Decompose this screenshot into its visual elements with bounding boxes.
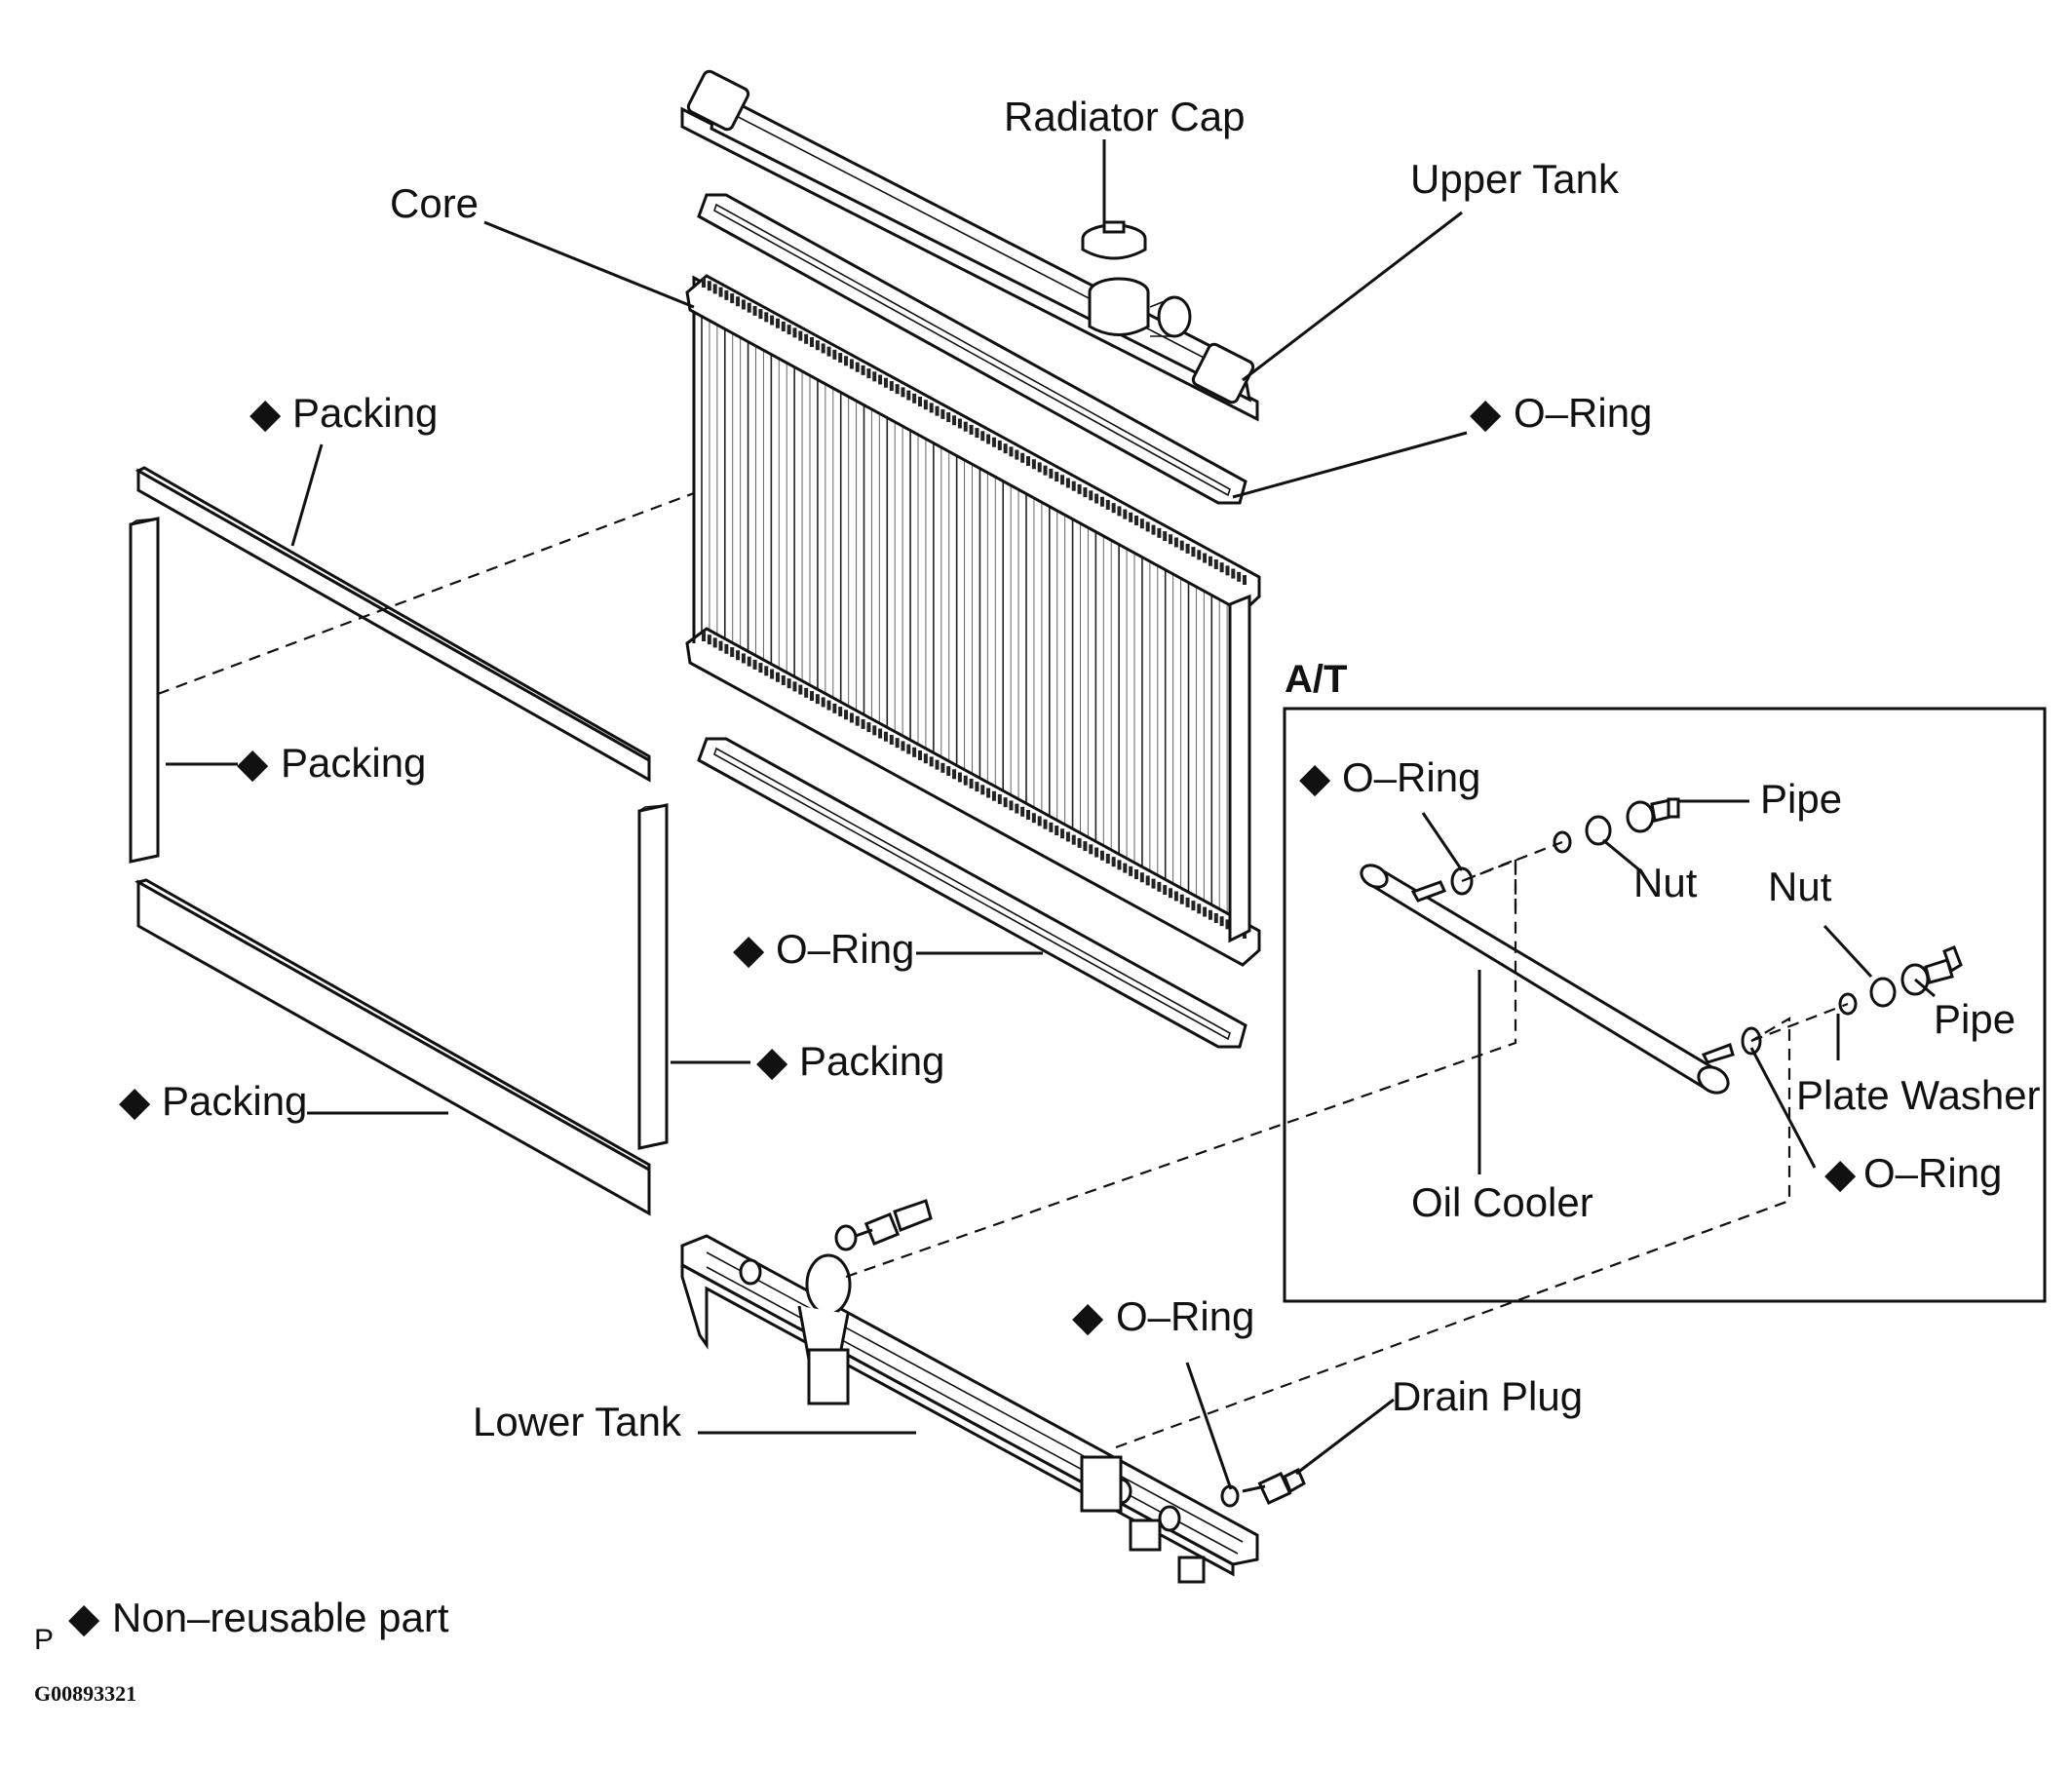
packing-bottom [134, 878, 651, 1216]
label-upper-tank: Upper Tank [1410, 156, 1620, 202]
upper-tank [680, 69, 1259, 422]
label-lower-tank: Lower Tank [473, 1399, 682, 1444]
label-o-ring-at-upper: O–Ring [1342, 754, 1480, 800]
diamond-icon: ◆ [1824, 1150, 1857, 1196]
oil-cooler-upper-fittings [1410, 797, 1680, 903]
core-bottom-teeth [702, 632, 1247, 939]
diamond-icon: ◆ [756, 1038, 788, 1084]
diamond-icon: ◆ [1072, 1293, 1104, 1339]
legend-prefix: P [34, 1624, 54, 1656]
alignment-lines [157, 491, 1849, 1449]
label-packing-left: Packing [281, 740, 426, 786]
figure-code: G00893321 [34, 1681, 136, 1706]
label-pipe-lower: Pipe [1934, 996, 2015, 1042]
label-plate-washer: Plate Washer [1796, 1072, 2041, 1118]
diamond-icon: ◆ [237, 740, 269, 786]
label-packing-top: Packing [292, 390, 438, 436]
packing-top [134, 466, 651, 783]
diamond-icon: ◆ [68, 1595, 100, 1640]
leader-lines [166, 139, 1936, 1490]
diamond-icon: ◆ [249, 390, 282, 436]
label-at: A/T [1285, 658, 1347, 701]
packing-right [637, 803, 669, 1150]
label-o-ring-bottom: O–Ring [776, 926, 914, 972]
diamond-icon: ◆ [1470, 390, 1502, 436]
oil-cooler [1360, 864, 1730, 1095]
radiator-cap [1081, 220, 1147, 260]
diamond-icon: ◆ [119, 1078, 151, 1124]
core-top-teeth [702, 278, 1247, 585]
label-o-ring-lower-tank: O–Ring [1116, 1293, 1254, 1339]
label-packing-right: Packing [799, 1038, 944, 1084]
core [685, 274, 1261, 967]
label-nut-lower: Nut [1768, 864, 1832, 909]
lower-o-ring [697, 737, 1247, 1049]
label-o-ring-top: O–Ring [1514, 390, 1652, 436]
lower-tank [680, 1234, 1259, 1584]
label-radiator-cap: Radiator Cap [1004, 94, 1245, 139]
diamond-icon: ◆ [733, 926, 765, 972]
core-fins [701, 292, 1244, 948]
drain-plug [1220, 1467, 1306, 1508]
label-pipe-upper: Pipe [1760, 776, 1842, 822]
packing-left [129, 517, 160, 864]
upper-o-ring [697, 193, 1247, 505]
label-core: Core [390, 180, 479, 226]
label-nut-upper: Nut [1633, 860, 1698, 905]
diamond-icon: ◆ [1299, 754, 1331, 800]
temperature-switch [834, 1199, 933, 1251]
label-drain-plug: Drain Plug [1392, 1373, 1583, 1419]
oil-cooler-lower-fittings [1701, 945, 1963, 1064]
label-packing-bottom: Packing [162, 1078, 307, 1124]
label-o-ring-at-lower: O–Ring [1863, 1150, 2002, 1196]
at-detail-box [1283, 707, 2047, 1303]
label-oil-cooler: Oil Cooler [1411, 1179, 1593, 1225]
legend-text: Non–reusable part [112, 1595, 449, 1640]
